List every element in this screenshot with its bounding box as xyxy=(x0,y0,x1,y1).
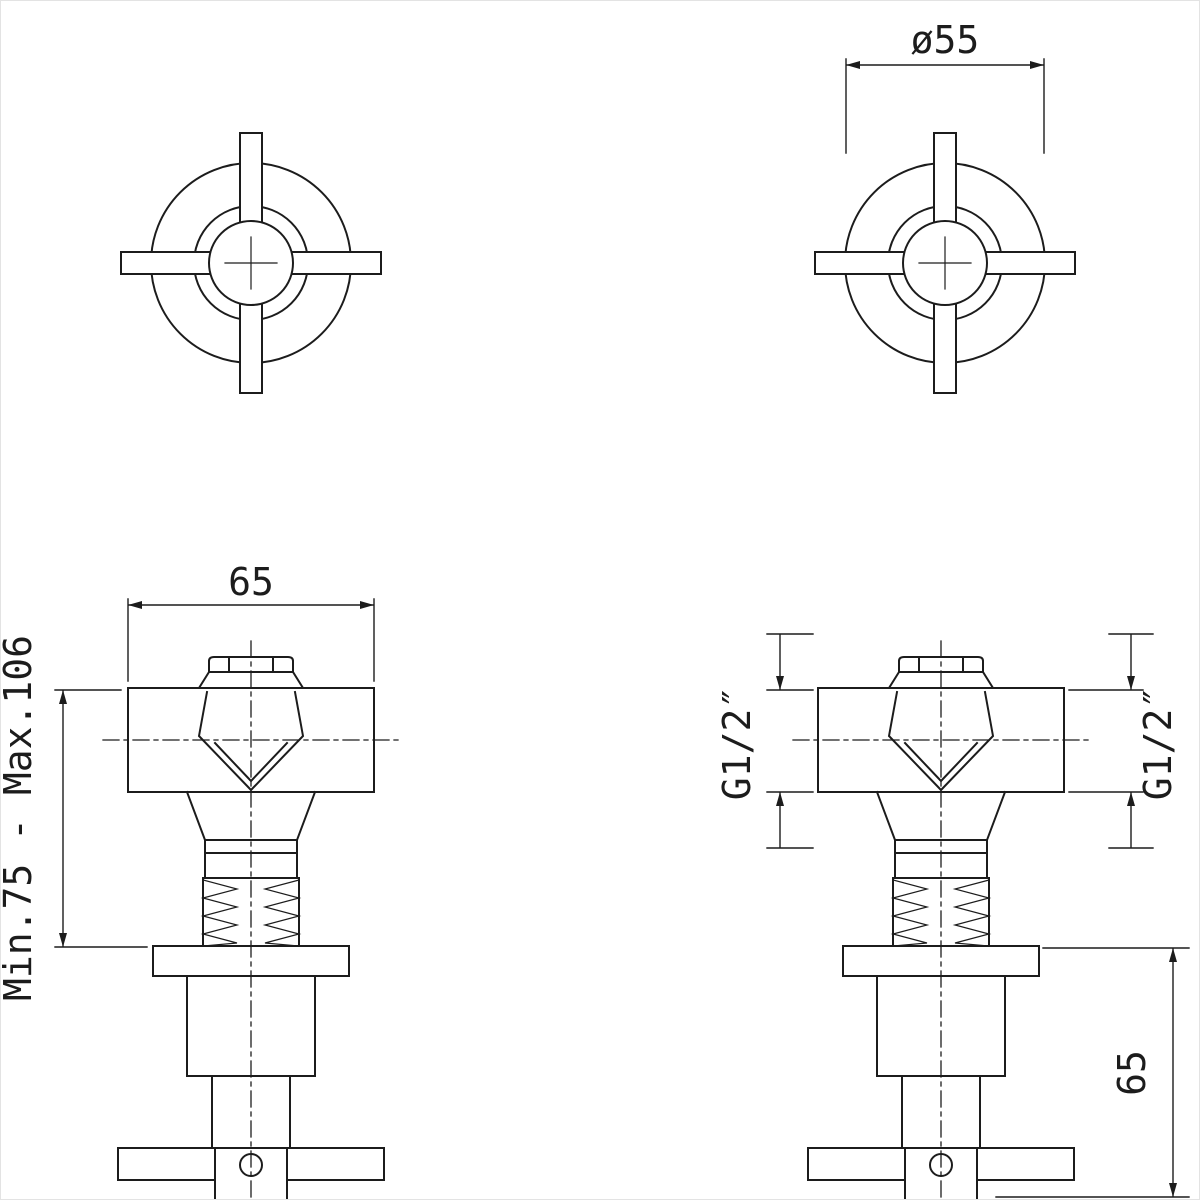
side-view-valve-right xyxy=(792,640,1090,1199)
dim-handle-height: 65 xyxy=(995,947,1190,1198)
top-view-handle-right xyxy=(814,132,1076,394)
dim-installation-depth-label: Min.75 - Max.106 xyxy=(1,635,40,1001)
top-view-handle-left xyxy=(120,132,382,394)
dim-thread-left: G1/2″ xyxy=(715,633,814,849)
dim-thread-left-label: G1/2″ xyxy=(715,686,759,800)
dim-installation-depth: Min.75 - Max.106 xyxy=(1,635,148,1001)
dim-thread-right: G1/2″ xyxy=(1068,633,1180,849)
dim-handle-diameter-label: ø55 xyxy=(911,18,980,62)
dim-thread-right-label: G1/2″ xyxy=(1136,686,1180,800)
dim-body-width: 65 xyxy=(127,560,375,682)
dim-handle-height-label: 65 xyxy=(1110,1050,1154,1096)
side-view-valve-left xyxy=(102,640,400,1199)
dim-body-width-label: 65 xyxy=(228,560,274,604)
dim-handle-diameter: ø55 xyxy=(845,18,1045,154)
